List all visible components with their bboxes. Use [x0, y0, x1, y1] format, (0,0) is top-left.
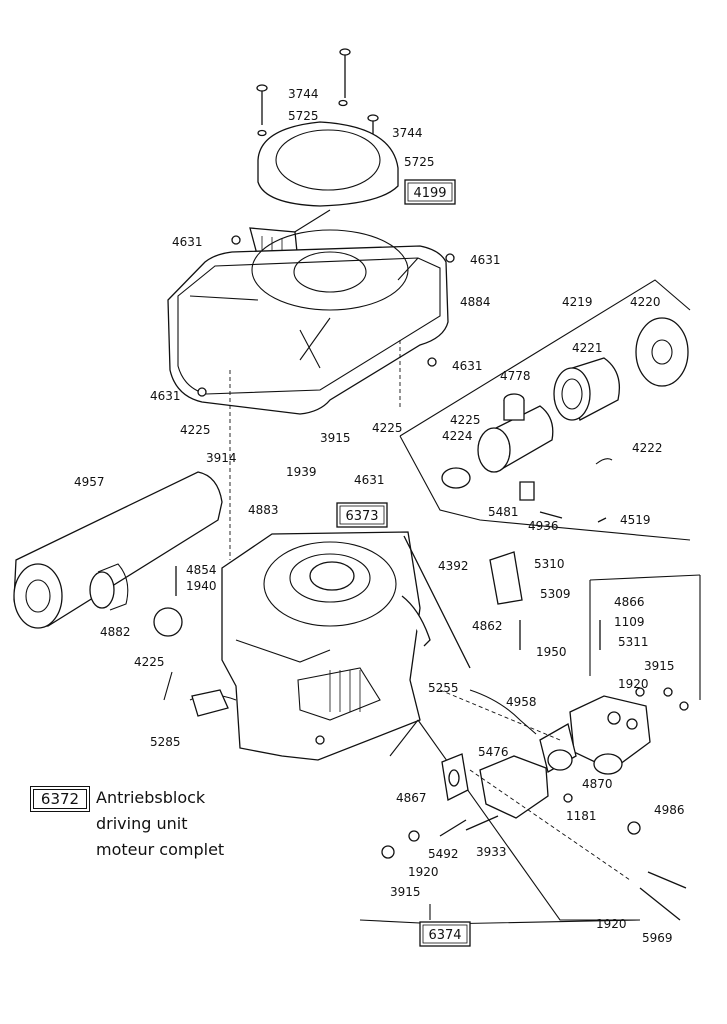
- legend-line-french: moteur complet: [96, 840, 225, 859]
- part-label: 4862: [472, 619, 503, 633]
- part-label: 1109: [614, 615, 645, 629]
- air-filter-assembly: [399, 279, 691, 541]
- part-label: 1920: [596, 917, 627, 931]
- part-label: 4219: [562, 295, 593, 309]
- svg-text:6373: 6373: [345, 509, 378, 524]
- part-label: 4225: [450, 413, 481, 427]
- part-label: 3915: [390, 885, 421, 899]
- part-label: 1940: [186, 579, 217, 593]
- part-label: 5311: [618, 635, 649, 649]
- part-label: 4220: [630, 295, 661, 309]
- group-box-4199: 4199: [404, 179, 456, 205]
- part-label: 4958: [506, 695, 537, 709]
- part-label: 3744: [288, 87, 319, 101]
- part-label: 3915: [320, 431, 351, 445]
- part-label: 5481: [488, 505, 519, 519]
- legend-line-english: driving unit: [96, 814, 188, 833]
- part-label: 1950: [536, 645, 567, 659]
- part-label: 4867: [396, 791, 427, 805]
- legend-code-box: 6372: [30, 786, 90, 812]
- group-box-6374: 6374: [419, 921, 471, 947]
- legend-line-german: Antriebsblock: [96, 788, 206, 807]
- part-label: 4957: [74, 475, 105, 489]
- svg-text:6374: 6374: [428, 928, 461, 943]
- svg-text:4199: 4199: [413, 186, 446, 201]
- part-label: 5310: [534, 557, 565, 571]
- part-label: 4225: [180, 423, 211, 437]
- part-label: 4225: [372, 421, 403, 435]
- part-label: 3915: [644, 659, 675, 673]
- part-label: 4854: [186, 563, 217, 577]
- part-label: 4631: [150, 389, 181, 403]
- part-label: 4631: [354, 473, 385, 487]
- part-label: 5725: [288, 109, 319, 123]
- part-label: 3933: [476, 845, 507, 859]
- muffler: [13, 471, 223, 637]
- part-label: 4221: [572, 341, 603, 355]
- part-label: 4936: [528, 519, 559, 533]
- part-label: 5255: [428, 681, 459, 695]
- part-label: 4222: [632, 441, 663, 455]
- part-label: 4986: [654, 803, 685, 817]
- part-label: 1939: [286, 465, 317, 479]
- fan-shroud: [167, 229, 455, 415]
- part-label: 4392: [438, 559, 469, 573]
- part-label: 4631: [172, 235, 203, 249]
- part-label: 4884: [460, 295, 491, 309]
- part-label: 4870: [582, 777, 613, 791]
- part-label: 4519: [620, 513, 651, 527]
- part-label: 3744: [392, 126, 423, 140]
- part-label: 4866: [614, 595, 645, 609]
- part-label: 4224: [442, 429, 473, 443]
- group-box-6373: 6373: [336, 502, 388, 528]
- part-label: 5285: [150, 735, 181, 749]
- part-label: 5309: [540, 587, 571, 601]
- part-label: 5492: [428, 847, 459, 861]
- part-label: 5476: [478, 745, 509, 759]
- part-label: 4631: [452, 359, 483, 373]
- part-label: 4883: [248, 503, 279, 517]
- part-labels: 3744 5725 3744 5725 4631 4631 4884 4219 …: [74, 87, 685, 945]
- part-label: 1181: [566, 809, 597, 823]
- part-label: 5969: [642, 931, 673, 945]
- part-label: 5725: [404, 155, 435, 169]
- part-label: 4631: [470, 253, 501, 267]
- carburettor: [381, 551, 689, 921]
- part-label: 4225: [134, 655, 165, 669]
- engine-block: [163, 531, 640, 921]
- part-label: 1920: [618, 677, 649, 691]
- part-label: 3914: [206, 451, 237, 465]
- part-label: 4778: [500, 369, 531, 383]
- part-label: 1920: [408, 865, 439, 879]
- part-label: 4882: [100, 625, 131, 639]
